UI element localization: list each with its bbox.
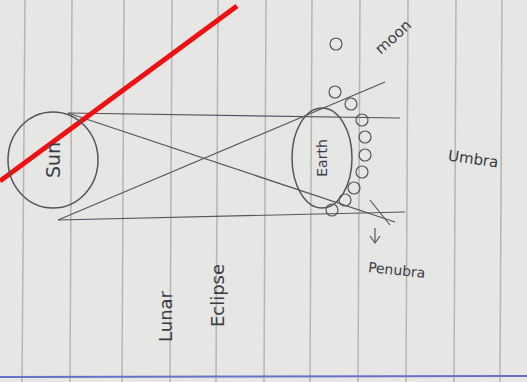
moon-positions: [326, 38, 371, 216]
margin-line: [0, 376, 527, 377]
node-label: Earth: [314, 139, 330, 177]
shadow-rays: [58, 82, 405, 243]
annotation: Penubra: [367, 259, 426, 281]
ruled-lines: [22, 0, 502, 382]
earth-ellipse: Earth: [290, 106, 354, 210]
red-strike: [0, 6, 237, 181]
sun-circle: Sun: [6, 110, 100, 210]
node-label: Sun: [42, 142, 64, 178]
annotation: Lunar: [155, 291, 176, 342]
annotation: Eclipse: [207, 264, 228, 327]
